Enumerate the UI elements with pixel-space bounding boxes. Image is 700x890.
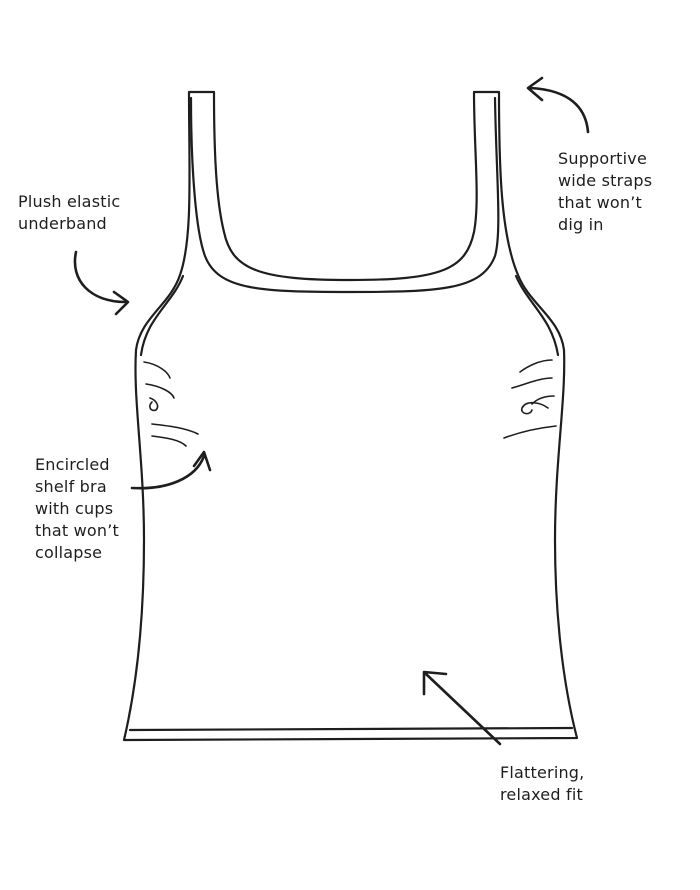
callout-straps-line-1: Supportive <box>558 149 648 168</box>
garment-outline <box>122 90 579 742</box>
callout-shelf-bra: Encircled shelf bra with cups that won’t… <box>35 454 119 564</box>
callout-straps-line-2: wide straps <box>558 171 653 190</box>
callout-underband: Plush elastic underband <box>18 191 120 235</box>
neckline-binding <box>189 96 500 294</box>
left-gathers <box>143 361 199 447</box>
callout-fit-line-1: Flattering, <box>500 763 585 782</box>
arrow-shelf-bra <box>130 450 212 490</box>
callout-shelf-bra-line-3: with cups <box>35 499 114 518</box>
arrow-underband <box>73 250 130 316</box>
callout-fit-line-2: relaxed fit <box>500 785 583 804</box>
arrow-straps <box>526 76 590 134</box>
callout-underband-line-2: underband <box>18 214 107 233</box>
callout-shelf-bra-line-2: shelf bra <box>35 477 107 496</box>
callout-straps-line-4: dig in <box>558 215 604 234</box>
callout-underband-line-1: Plush elastic <box>18 192 121 211</box>
callout-straps-line-3: that won’t <box>558 193 642 212</box>
hem-binding <box>128 726 574 732</box>
callout-straps: Supportive wide straps that won’t dig in <box>558 148 652 236</box>
callout-shelf-bra-line-4: that won’t <box>35 521 119 540</box>
arrow-fit <box>422 670 502 746</box>
right-gathers <box>503 359 557 439</box>
callout-fit: Flattering, relaxed fit <box>500 762 584 806</box>
callout-shelf-bra-line-1: Encircled <box>35 455 110 474</box>
right-armhole-binding <box>514 274 560 357</box>
left-armhole-binding <box>139 274 185 357</box>
callout-shelf-bra-line-5: collapse <box>35 543 103 562</box>
